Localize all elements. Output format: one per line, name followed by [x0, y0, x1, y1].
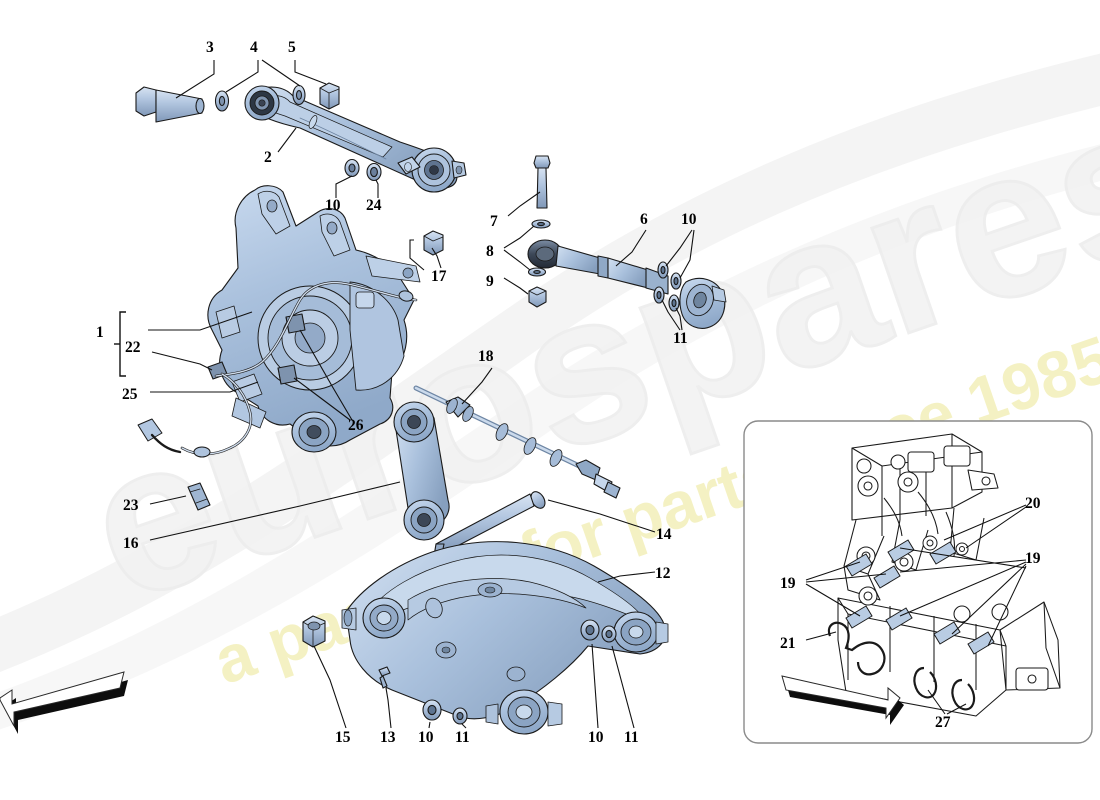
part-26-clips [277, 313, 306, 385]
part-18-adjuster-rod [413, 385, 621, 499]
part-8-washer-upper [531, 219, 551, 229]
inset-part-27-clips [913, 666, 976, 711]
watermark-swoosh [0, 53, 1100, 730]
part-6-track-rod [527, 239, 727, 329]
part-1-group-bracket [114, 311, 126, 377]
part-5-nut [319, 82, 340, 110]
part-25-abs-cable [137, 281, 418, 458]
callout-18[interactable]: 18 [478, 348, 494, 365]
inset-part-20-washers [922, 535, 969, 556]
callout-15[interactable]: 15 [335, 729, 351, 746]
part-11-washer-lower-left [452, 707, 468, 725]
callout-7[interactable]: 7 [490, 213, 498, 230]
callout-17[interactable]: 17 [431, 268, 447, 285]
inset-direction-arrow [781, 675, 904, 725]
callout-9[interactable]: 9 [486, 273, 494, 290]
part-11-washer-lower-right [601, 625, 617, 643]
part-3-bolt [135, 86, 205, 123]
inset-part-21-clip [827, 621, 886, 676]
callout-23[interactable]: 23 [123, 497, 139, 514]
callout-13[interactable]: 13 [380, 729, 396, 746]
callout-6[interactable]: 6 [640, 211, 648, 228]
callout-4[interactable]: 4 [250, 39, 258, 56]
part-17-nut [423, 230, 444, 256]
callout-1[interactable]: 1 [96, 324, 104, 341]
callout-11-wishbone-right[interactable]: 11 [624, 729, 639, 746]
callout-21[interactable]: 21 [780, 635, 796, 652]
callout-19-right[interactable]: 19 [1025, 550, 1041, 567]
leader-lines [148, 59, 695, 729]
callout-14[interactable]: 14 [656, 526, 672, 543]
part-16-short-link [393, 401, 450, 541]
inset-leader-lines [805, 504, 1027, 715]
part-10-washer-lower-left [422, 699, 442, 721]
callout-11-rod[interactable]: 11 [673, 330, 688, 347]
main-direction-arrow [0, 671, 128, 734]
callout-5[interactable]: 5 [288, 39, 296, 56]
callout-10-rod[interactable]: 10 [681, 211, 697, 228]
callout-19-left[interactable]: 19 [780, 575, 796, 592]
part-12-lower-wishbone [341, 541, 669, 735]
inset-part-19-bolts [845, 539, 995, 655]
callout-12[interactable]: 12 [655, 565, 671, 582]
part-7-bolt [533, 155, 551, 209]
callout-2[interactable]: 2 [264, 149, 272, 166]
callout-11-wishbone-left[interactable]: 11 [455, 729, 470, 746]
part-9-nut [528, 286, 547, 308]
inset-subframe-artwork [837, 433, 1061, 717]
part-15-nut [302, 615, 326, 648]
callout-22[interactable]: 22 [125, 339, 141, 356]
part-18-end-fitting [575, 459, 621, 499]
part-2-upper-arm [244, 85, 467, 193]
callout-25[interactable]: 25 [122, 386, 138, 403]
part-23-clip [187, 482, 211, 511]
part-1-wheel-carrier [207, 185, 421, 453]
callout-10-wishbone-right[interactable]: 10 [588, 729, 604, 746]
callout-24[interactable]: 24 [366, 197, 382, 214]
subframe-fasteners-inset [743, 420, 1093, 744]
part-24-washer [366, 162, 382, 182]
callout-3[interactable]: 3 [206, 39, 214, 56]
part-8-washer-lower [527, 267, 547, 277]
callout-27[interactable]: 27 [935, 714, 951, 731]
callout-26[interactable]: 26 [348, 417, 364, 434]
callout-20[interactable]: 20 [1025, 495, 1041, 512]
part-4-washer-left [214, 90, 230, 112]
part-13-screw [378, 666, 391, 689]
callout-16[interactable]: 16 [123, 535, 139, 552]
part-10-washer-lower-right [580, 619, 600, 641]
callout-8[interactable]: 8 [486, 243, 494, 260]
callout-10-upper[interactable]: 10 [325, 197, 341, 214]
callout-10-wishbone-left[interactable]: 10 [418, 729, 434, 746]
